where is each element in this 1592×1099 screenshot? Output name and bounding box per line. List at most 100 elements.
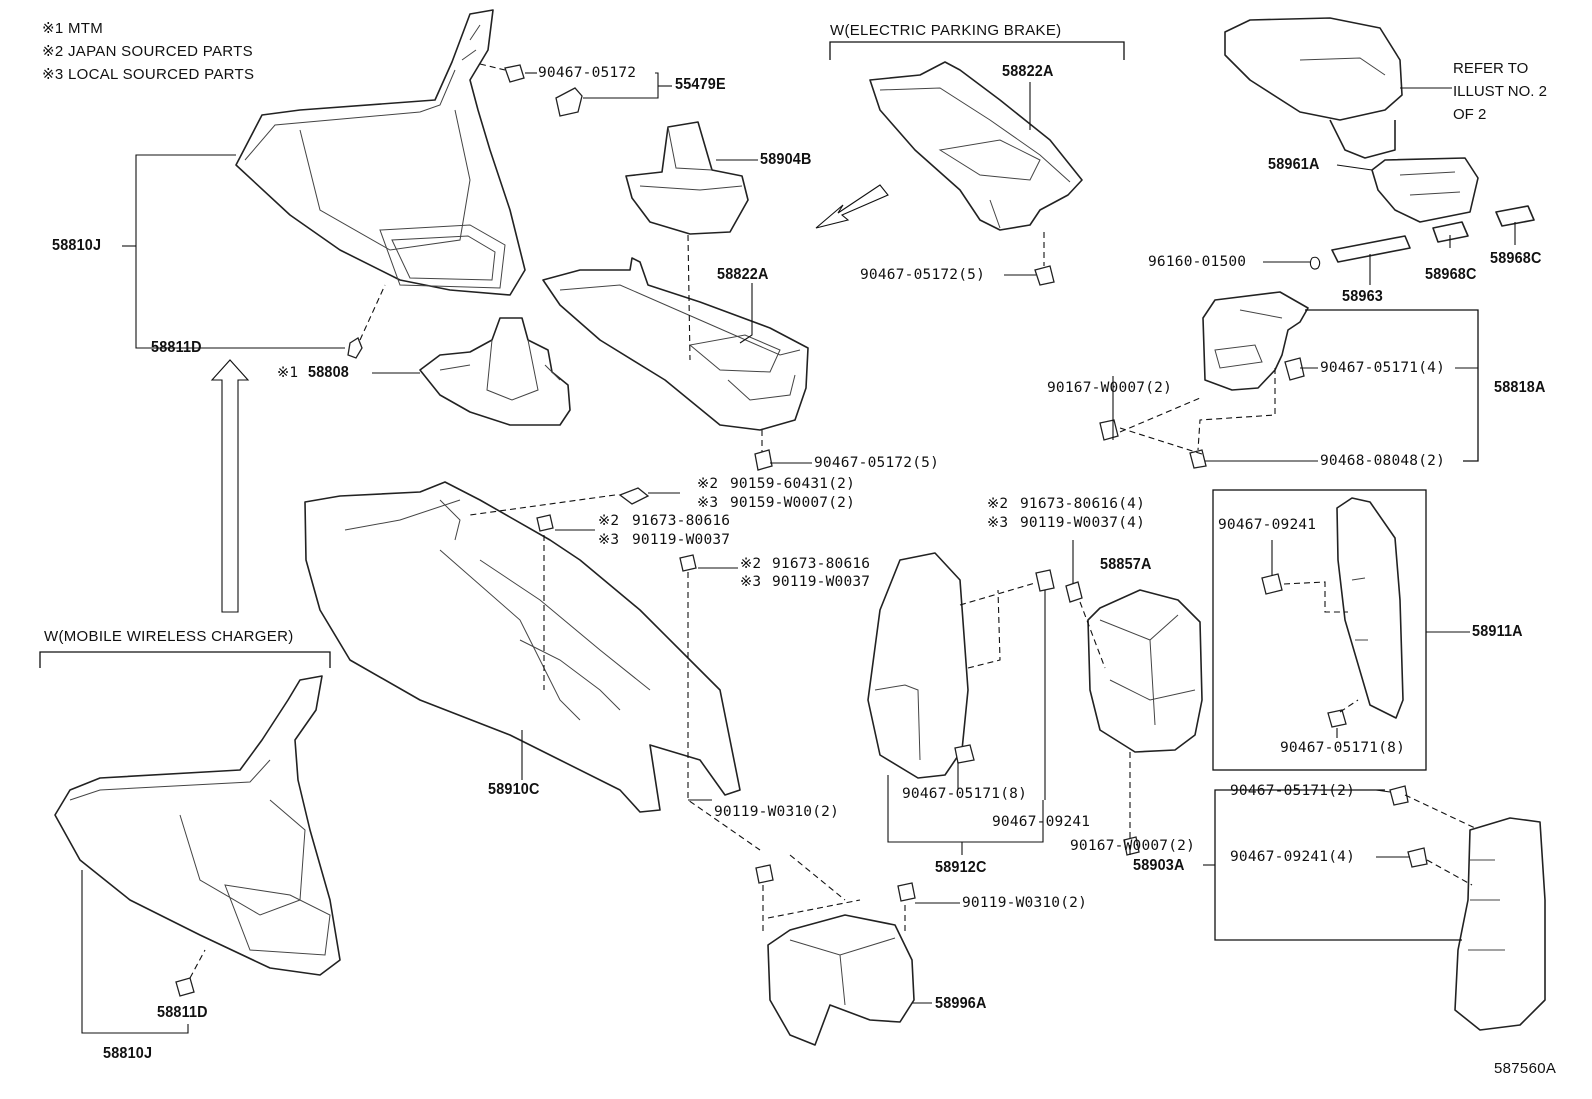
label-90468-08048-2: 90468-08048(2) xyxy=(1320,453,1446,469)
label-58903A: 58903A xyxy=(1133,857,1185,874)
bolt-90167-W0007-a xyxy=(1099,419,1119,441)
label-mark-2c: ※2 xyxy=(740,556,762,572)
label-58968C-b: 58968C xyxy=(1490,250,1542,267)
label-58811D-upper: 58811D xyxy=(151,339,202,356)
bolt-90119-W0310-b xyxy=(897,882,916,902)
clip-90467-05171-a xyxy=(1284,357,1305,381)
label-58811D-lower: 58811D xyxy=(157,1004,208,1021)
bushing-58968C-b xyxy=(1495,205,1535,227)
side-panel-58912C xyxy=(867,552,969,779)
bracket-58818A xyxy=(1202,291,1309,391)
console-58910C xyxy=(304,481,741,813)
label-90159-W0007-2: 90159-W0007(2) xyxy=(730,495,856,511)
diagram-code: 587560A xyxy=(1494,1060,1557,1077)
armrest-58961A xyxy=(1224,17,1479,223)
label-91673-80616-b: 91673-80616 xyxy=(772,556,871,572)
label-58810J-lower: 58810J xyxy=(103,1045,153,1062)
label-90467-05171-2: 90467-05171(2) xyxy=(1230,783,1356,799)
label-58968C-a: 58968C xyxy=(1425,266,1477,283)
label-90467-09241-mid: 90467-09241 xyxy=(992,814,1091,830)
label-58996A: 58996A xyxy=(935,995,987,1012)
shift-panel-58810J-upper xyxy=(235,9,526,296)
console-box-58822A-lower xyxy=(542,257,809,431)
rear-panel-58903A xyxy=(1454,817,1546,1031)
label-90167-W0007-2-b: 90167-W0007(2) xyxy=(1070,838,1196,854)
pin-58963 xyxy=(1331,235,1411,263)
clip-90467-05171-8-box xyxy=(1327,709,1347,728)
clip-90467-05172-top xyxy=(504,64,525,83)
label-58808-mark: ※1 xyxy=(277,365,299,381)
label-58910C: 58910C xyxy=(488,781,540,798)
leader-lines xyxy=(81,63,1516,1034)
label-mark-2d: ※2 xyxy=(987,496,1009,512)
label-96160-01500: 96160-01500 xyxy=(1148,254,1247,270)
label-58963: 58963 xyxy=(1342,288,1383,305)
label-58822A-upper: 58822A xyxy=(1002,63,1054,80)
up-arrow xyxy=(210,359,250,613)
label-90467-05172-5-upper: 90467-05172(5) xyxy=(860,267,986,283)
group-label-epb: W(ELECTRIC PARKING BRAKE) xyxy=(830,22,1062,39)
label-91673-80616-4: 91673-80616(4) xyxy=(1020,496,1146,512)
label-58822A-lower: 58822A xyxy=(717,266,769,283)
label-55479E: 55479E xyxy=(675,76,726,93)
note-3: ※3 LOCAL SOURCED PARTS xyxy=(42,66,255,83)
clip-90467-05171-8-mid xyxy=(954,744,975,764)
label-58911A: 58911A xyxy=(1472,623,1523,640)
clip-90467-09241-4 xyxy=(1407,847,1428,868)
label-mark-3c: ※3 xyxy=(740,574,762,590)
label-90119-W0037-a: 90119-W0037 xyxy=(632,532,731,548)
clip-90467-05172-mid xyxy=(754,449,773,471)
clip-90467-09241-mid xyxy=(1035,569,1055,592)
label-90467-05171-4: 90467-05171(4) xyxy=(1320,360,1446,376)
clip-90468-08048 xyxy=(1189,449,1207,469)
direction-arrow xyxy=(815,184,889,229)
label-mark-2a: ※2 xyxy=(697,476,719,492)
bolt-91673-80616-a xyxy=(536,514,554,532)
note-1: ※1 MTM xyxy=(42,20,104,37)
label-90167-W0007-2-a: 90167-W0007(2) xyxy=(1047,380,1173,396)
bolt-90119-W0310-a xyxy=(755,864,774,884)
label-58904B: 58904B xyxy=(760,151,812,168)
label-mark-3b: ※3 xyxy=(598,532,620,548)
label-90467-05172: 90467-05172 xyxy=(538,65,637,81)
label-90467-09241-box: 90467-09241 xyxy=(1218,517,1317,533)
console-box-58822A-upper xyxy=(869,61,1083,231)
clip-90467-09241-box xyxy=(1261,573,1283,595)
ring-96160-01500 xyxy=(1309,256,1321,270)
label-90467-05171-8-box: 90467-05171(8) xyxy=(1280,740,1406,756)
shift-panel-58810J-lower xyxy=(54,675,341,976)
note-2: ※2 JAPAN SOURCED PARTS xyxy=(42,43,253,60)
label-90467-05171-8-mid: 90467-05171(8) xyxy=(902,786,1028,802)
label-90467-05172-5-lower: 90467-05172(5) xyxy=(814,455,940,471)
side-cover-58911A xyxy=(1336,497,1404,719)
label-58818A: 58818A xyxy=(1494,379,1546,396)
bushing-58968C-a xyxy=(1432,221,1469,243)
bolt-91673-80616-b xyxy=(679,554,697,572)
frame-58818A xyxy=(1305,309,1479,462)
label-90467-09241-4: 90467-09241(4) xyxy=(1230,849,1356,865)
clip-90467-05171-2 xyxy=(1389,785,1409,806)
reference-note: REFER TO ILLUST NO. 2 OF 2 xyxy=(1453,60,1547,123)
bracket-58996A xyxy=(767,914,915,1046)
label-58810J-upper: 58810J xyxy=(52,237,102,254)
bolt-90159-60431 xyxy=(618,487,650,505)
label-58857A: 58857A xyxy=(1100,556,1152,573)
frame-58911A xyxy=(1212,489,1427,771)
label-90119-W0037-b: 90119-W0037 xyxy=(772,574,871,590)
label-58961A: 58961A xyxy=(1268,156,1320,173)
frame-mobile-charger xyxy=(39,651,331,668)
label-58912C: 58912C xyxy=(935,859,987,876)
frame-epb xyxy=(829,41,1125,60)
label-58808: 58808 xyxy=(308,364,349,381)
bracket-55479E xyxy=(555,87,583,117)
label-90119-W0037-4: 90119-W0037(4) xyxy=(1020,515,1146,531)
bolt-90119-W0037-4 xyxy=(1065,581,1083,603)
label-mark-3a: ※3 xyxy=(697,495,719,511)
clip-58811D-upper xyxy=(347,337,363,359)
group-label-mobile-charger: W(MOBILE WIRELESS CHARGER) xyxy=(44,628,294,645)
label-90159-60431-2: 90159-60431(2) xyxy=(730,476,856,492)
shift-boot-58808 xyxy=(419,317,571,426)
shift-boot-58904B xyxy=(625,121,749,235)
